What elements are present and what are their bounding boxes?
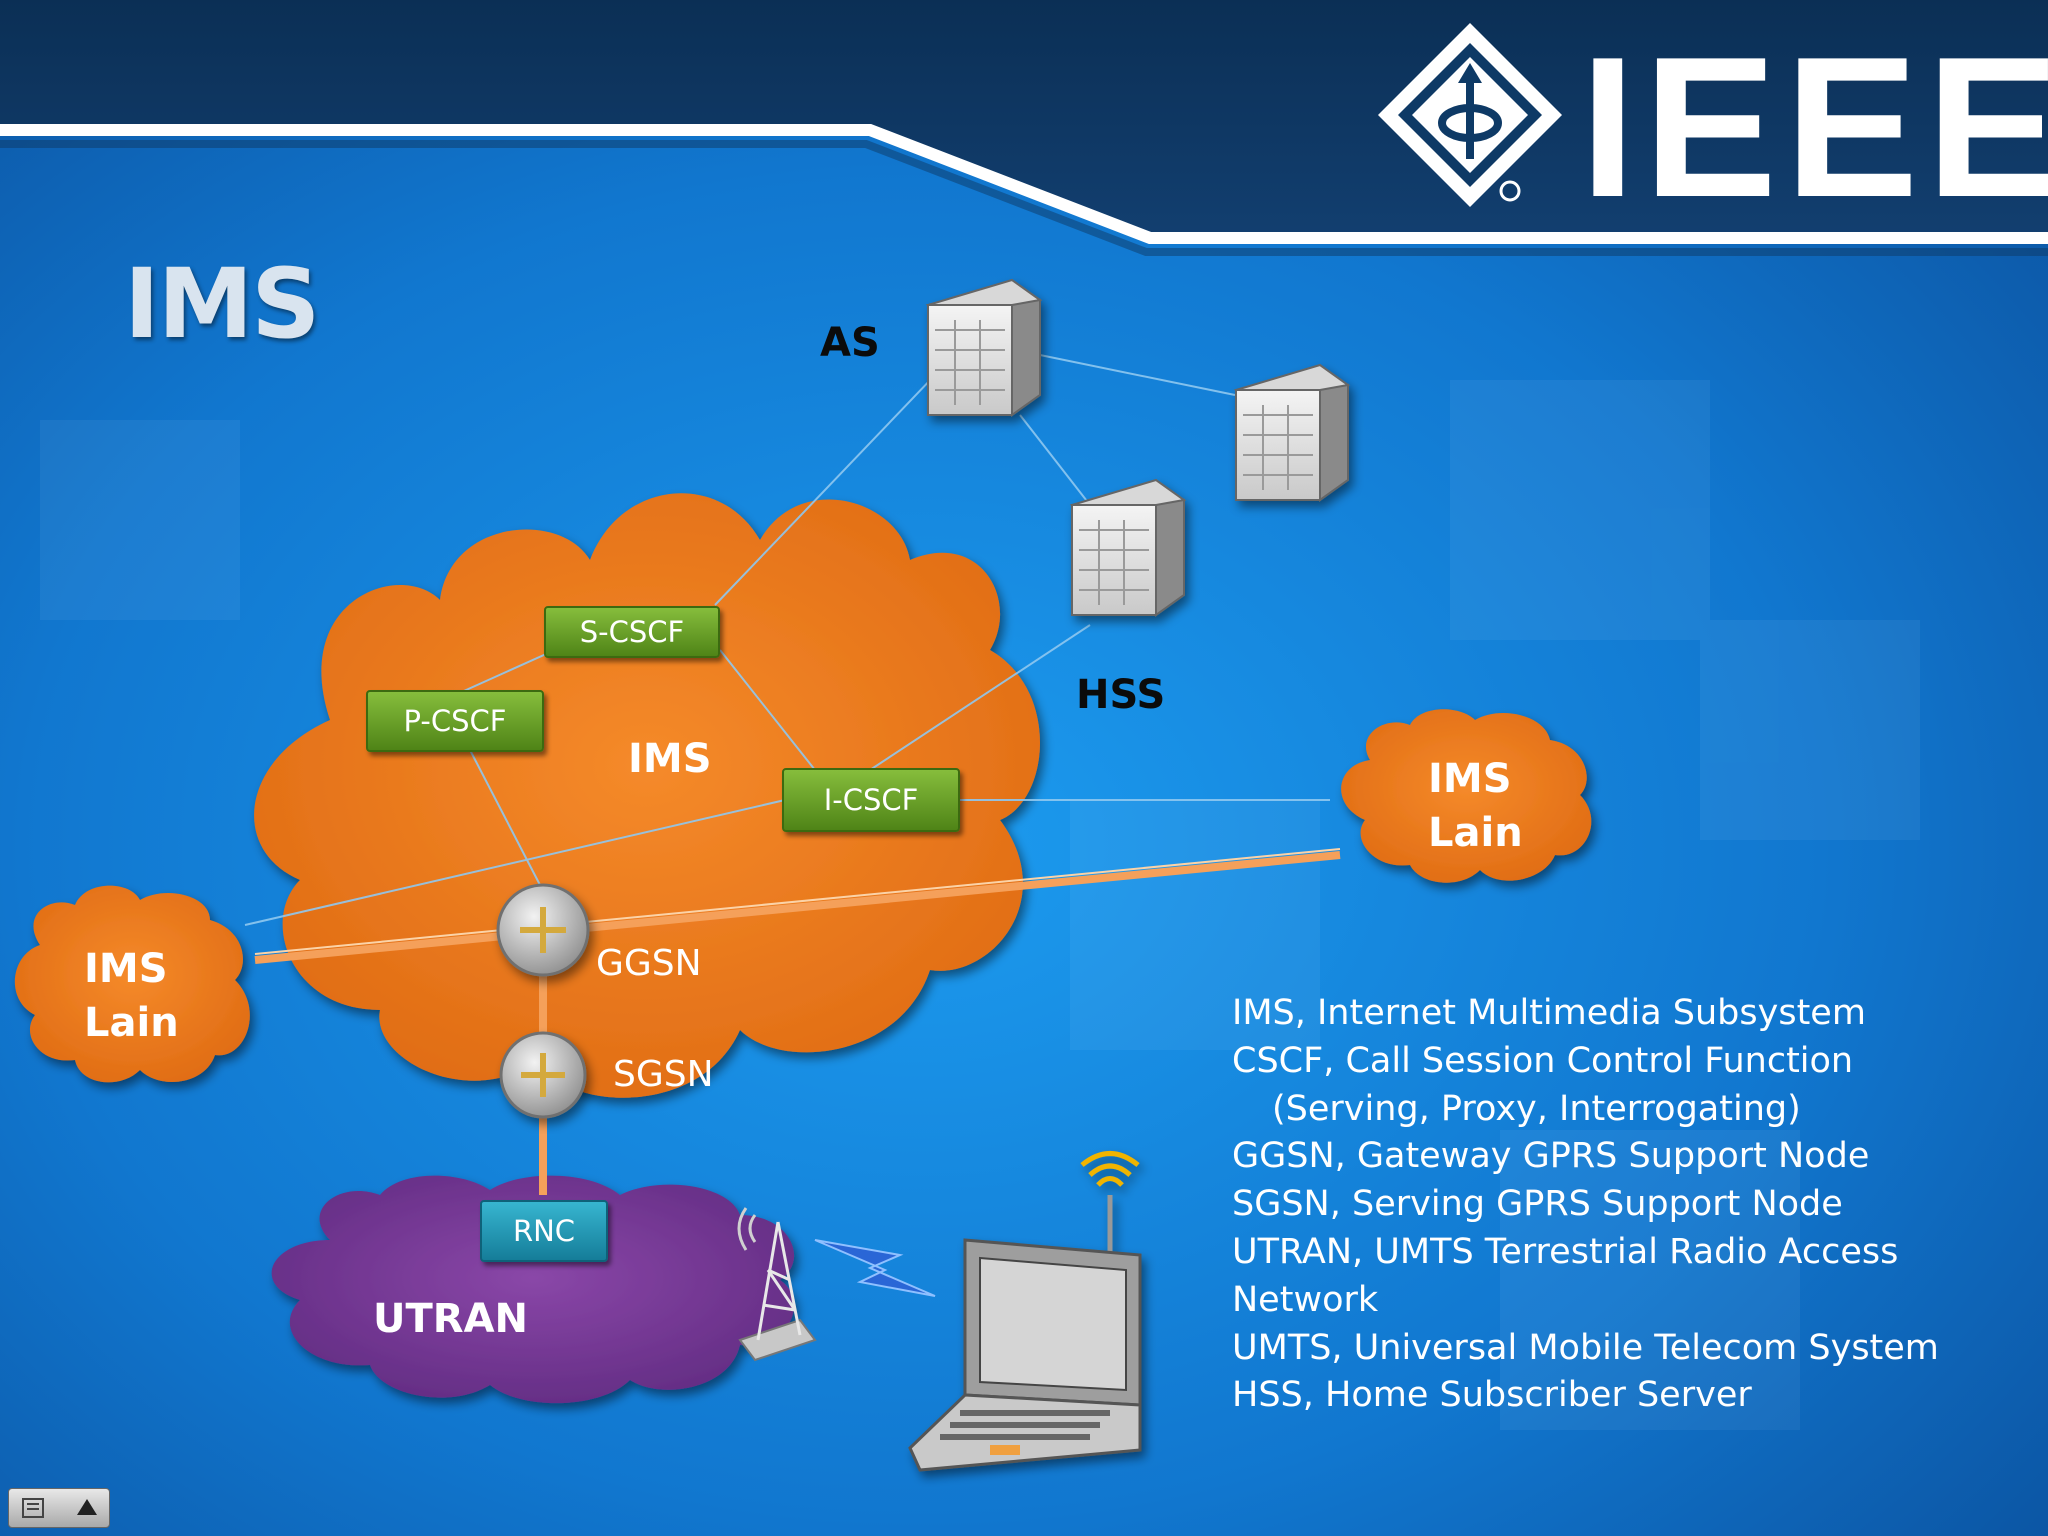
hss-label: HSS xyxy=(1076,672,1166,718)
slide-navigation-control[interactable] xyxy=(8,1488,110,1528)
slide-menu-icon[interactable] xyxy=(22,1498,44,1518)
laptop-icon xyxy=(908,1151,1142,1472)
legend-item: UMTS, Universal Mobile Telecom System xyxy=(1232,1327,1939,1368)
sgsn-label: SGSN xyxy=(613,1054,714,1095)
sgsn-router-icon xyxy=(499,1031,587,1119)
rnc-node: RNC xyxy=(480,1200,608,1262)
radio-tower-icon xyxy=(737,1207,817,1362)
legend-item: Network xyxy=(1232,1279,1379,1320)
legend-item: CSCF, Call Session Control Function xyxy=(1232,1040,1854,1081)
ieee-diamond-icon xyxy=(1378,23,1562,207)
up-arrow-icon[interactable] xyxy=(77,1499,97,1515)
legend-item: (Serving, Proxy, Interrogating) xyxy=(1272,1088,1801,1129)
ggsn-label: GGSN xyxy=(596,943,702,984)
wireless-signal-icon xyxy=(814,1239,936,1297)
as-label: AS xyxy=(820,320,880,366)
ieee-logo: IEEE xyxy=(1580,16,2048,239)
legend: IMS, Internet Multimedia Subsystem CSCF,… xyxy=(1232,990,2022,1420)
legend-item: IMS, Internet Multimedia Subsystem xyxy=(1232,993,1866,1033)
slide-title: IMS xyxy=(124,248,320,360)
legend-item: UTRAN, UMTS Terrestrial Radio Access xyxy=(1232,1231,1899,1272)
as-server-icon xyxy=(925,278,1043,417)
ims-core-label: IMS xyxy=(628,736,712,782)
hss-server-icon xyxy=(1069,478,1187,617)
i-cscf-node: I-CSCF xyxy=(782,768,960,832)
server-icon xyxy=(1233,363,1351,502)
legend-item: SGSN, Serving GPRS Support Node xyxy=(1232,1184,1843,1225)
utran-label: UTRAN xyxy=(373,1296,528,1342)
p-cscf-node: P-CSCF xyxy=(366,690,544,752)
ggsn-router-icon xyxy=(496,883,590,977)
legend-item: GGSN, Gateway GPRS Support Node xyxy=(1232,1136,1870,1177)
legend-item: HSS, Home Subscriber Server xyxy=(1232,1375,1752,1416)
s-cscf-node: S-CSCF xyxy=(544,606,720,658)
